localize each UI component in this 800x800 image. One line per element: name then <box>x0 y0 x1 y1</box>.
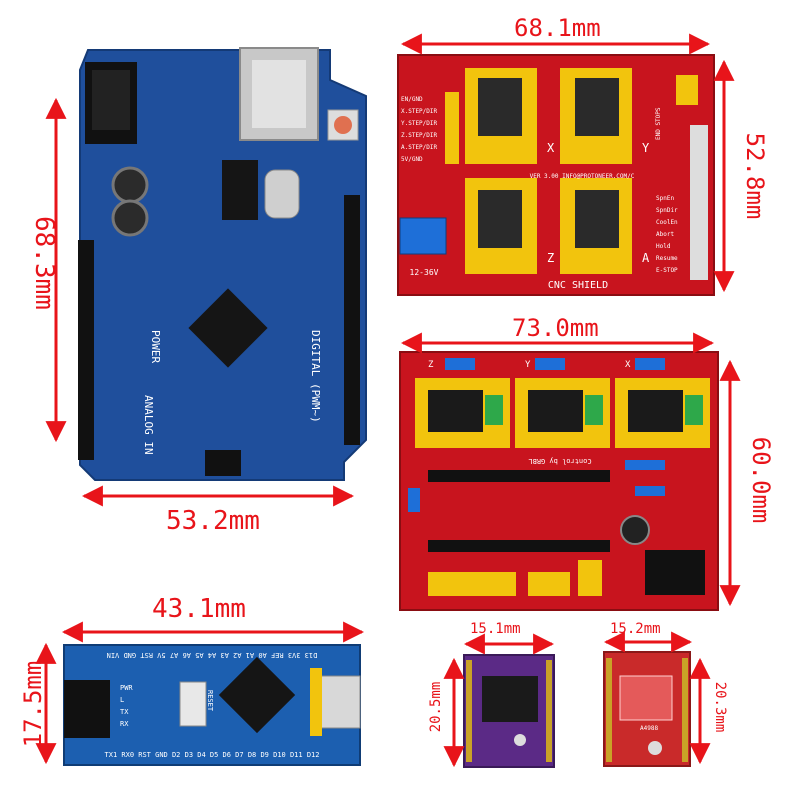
cnc-shield-v4-board: Z Y X Control by GRBL <box>399 351 719 611</box>
cnc-v4-axis-label: Z <box>428 360 434 370</box>
a4988-chip-label: A4988 <box>640 725 658 732</box>
cnc-v3-left-label: A.STEP/DIR <box>401 144 438 151</box>
cnc-v3-left-label: Y.STEP/DIR <box>401 120 438 127</box>
nano-reset-label: RESET <box>206 690 214 712</box>
cnc-v3-right-label: CoolEn <box>656 219 678 226</box>
a4988-width-label: 15.2mm <box>610 621 661 637</box>
cnc-v3-right-label: Hold <box>656 243 671 250</box>
cnc-v4-axis-label: Y <box>525 360 531 370</box>
cnc-shield-v3-board: CNC SHIELD 12-36V X Y Z A VER 3.00 INFO@… <box>397 54 715 296</box>
cnc-v3-volt: 12-36V <box>410 268 439 277</box>
cnc-v3-title: CNC SHIELD <box>548 280 608 291</box>
nano-top-pins: D13 3V3 REF A0 A1 A2 A3 A4 A5 A6 A7 5V R… <box>107 651 318 659</box>
cnc-v3-right-label: Abort <box>656 231 674 238</box>
cnc-v3-right-label: SpnEn <box>656 195 674 202</box>
nano-width-label: 43.1mm <box>152 594 246 624</box>
cnc-v3-url: VER 3.00 INFO@PROTONEER.COM/C <box>530 173 635 180</box>
cnc-v3-y-label: Y <box>642 141 650 155</box>
cnc-v3-width-label: 68.1mm <box>514 14 601 42</box>
cnc-v3-left-label: X.STEP/DIR <box>401 108 438 115</box>
cnc-v3-left-label: Z.STEP/DIR <box>401 132 438 139</box>
nano-led-label: L <box>120 696 124 704</box>
cnc-v3-left-label: EN/GND <box>401 96 423 103</box>
drv8825-board <box>463 654 555 768</box>
cnc-v3-right-label: E-STOP <box>656 267 678 274</box>
cnc-v4-height-label: 60.0mm <box>747 436 775 524</box>
drv8825-width-label: 15.1mm <box>470 621 521 637</box>
nano-bottom-pins: TX1 RX0 RST GND D2 D3 D4 D5 D6 D7 D8 D9 … <box>105 751 320 759</box>
arduino-nano-board: D13 3V3 REF A0 A1 A2 A3 A4 A5 A6 A7 5V R… <box>63 644 361 766</box>
cnc-v3-right-label: Resume <box>656 255 678 262</box>
nano-height-label: 17.5mm <box>19 660 47 748</box>
cnc-v3-right-label: SpnDir <box>656 207 678 214</box>
cnc-v3-right-label: END STOPS <box>655 107 662 140</box>
nano-led-label: PWR <box>120 684 133 692</box>
arduino-uno-board: POWER ANALOG IN DIGITAL (PWM~) <box>78 47 367 481</box>
drv8825-height-label: 20.5mm <box>428 681 444 733</box>
uno-height-label: 68.3mm <box>29 216 59 310</box>
cnc-v4-width-label: 73.0mm <box>512 314 599 342</box>
cnc-v4-grbl-label: Control by GRBL <box>528 457 591 465</box>
uno-digital-label: DIGITAL (PWM~) <box>309 330 322 423</box>
cnc-v3-x-label: X <box>547 141 555 155</box>
cnc-v3-left-label: 5V/GND <box>401 156 423 163</box>
uno-power-label: POWER <box>149 330 162 363</box>
cnc-v3-z-label: Z <box>547 251 554 265</box>
uno-analog-label: ANALOG IN <box>142 395 155 455</box>
cnc-v3-height-label: 52.8mm <box>741 132 769 220</box>
nano-led-label: TX <box>120 708 129 716</box>
nano-led-label: RX <box>120 720 129 728</box>
uno-width-label: 53.2mm <box>166 506 260 536</box>
cnc-v3-a-label: A <box>642 251 650 265</box>
a4988-height-label: 20.3mm <box>712 681 728 733</box>
cnc-v4-axis-label: X <box>625 360 631 370</box>
a4988-board: A4988 <box>603 651 691 767</box>
